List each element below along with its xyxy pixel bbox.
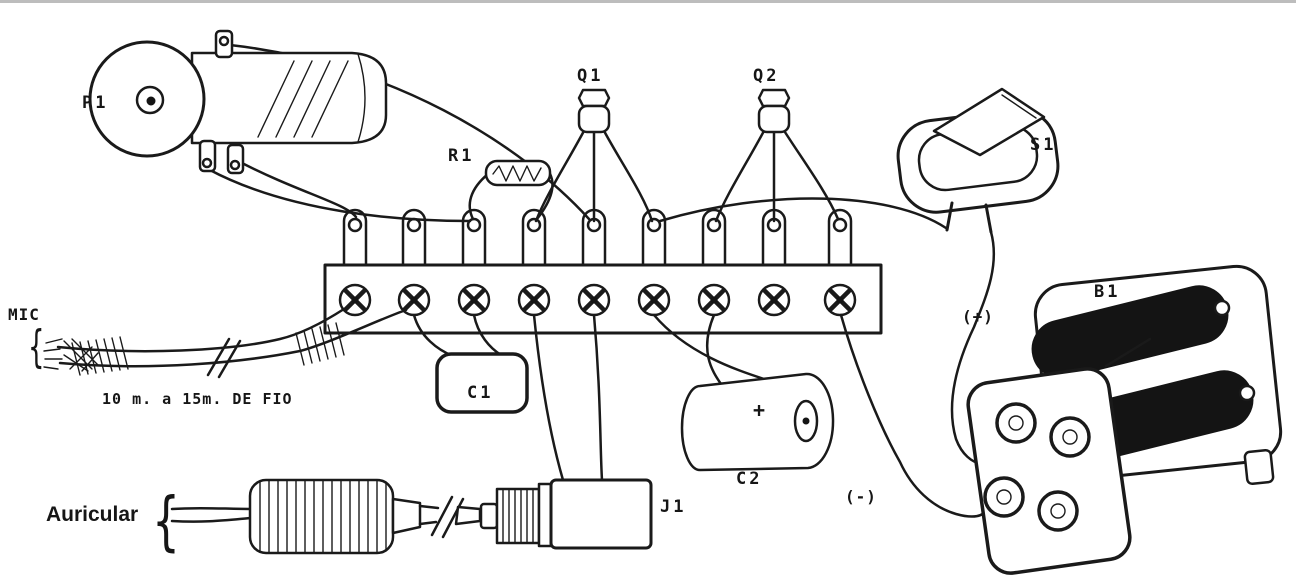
- label-c1: C1: [467, 383, 494, 403]
- label-auricular: Auricular: [46, 503, 139, 526]
- jack-j1: [479, 478, 653, 550]
- diagram-drawing: [43, 29, 1283, 575]
- label-p1: P1: [82, 93, 109, 113]
- auricular-brace: {: [152, 485, 180, 559]
- label-minus: (-): [845, 487, 877, 506]
- label-q2: Q2: [753, 66, 780, 86]
- label-mic: MIC: [8, 305, 40, 324]
- earphone-plug: [170, 478, 482, 555]
- label-b1: B1: [1094, 282, 1121, 302]
- terminal-strip: [323, 208, 883, 335]
- label-plus: (+): [962, 307, 994, 326]
- label-q1: Q1: [577, 66, 604, 86]
- label-c2-polarity: +: [753, 398, 766, 422]
- label-r1: R1: [448, 146, 475, 166]
- transistor-q2: [714, 88, 840, 223]
- label-wire-length-note: 10 m. a 15m. DE FIO: [102, 390, 293, 408]
- mic-cable: [43, 307, 408, 379]
- capacitor-c1: [435, 352, 529, 414]
- label-c2: C2: [736, 469, 763, 489]
- switch-s1: [896, 87, 1060, 234]
- transistor-q1: [534, 88, 654, 223]
- label-s1: S1: [1030, 135, 1057, 155]
- label-j1: J1: [660, 497, 687, 517]
- capacitor-c2: [680, 372, 835, 472]
- resistor-r1: [484, 159, 552, 187]
- potentiometer-p1: [88, 29, 388, 175]
- battery-front-plate: [966, 367, 1132, 575]
- mic-brace: {: [28, 323, 45, 374]
- battery-holder-b1: [966, 264, 1283, 575]
